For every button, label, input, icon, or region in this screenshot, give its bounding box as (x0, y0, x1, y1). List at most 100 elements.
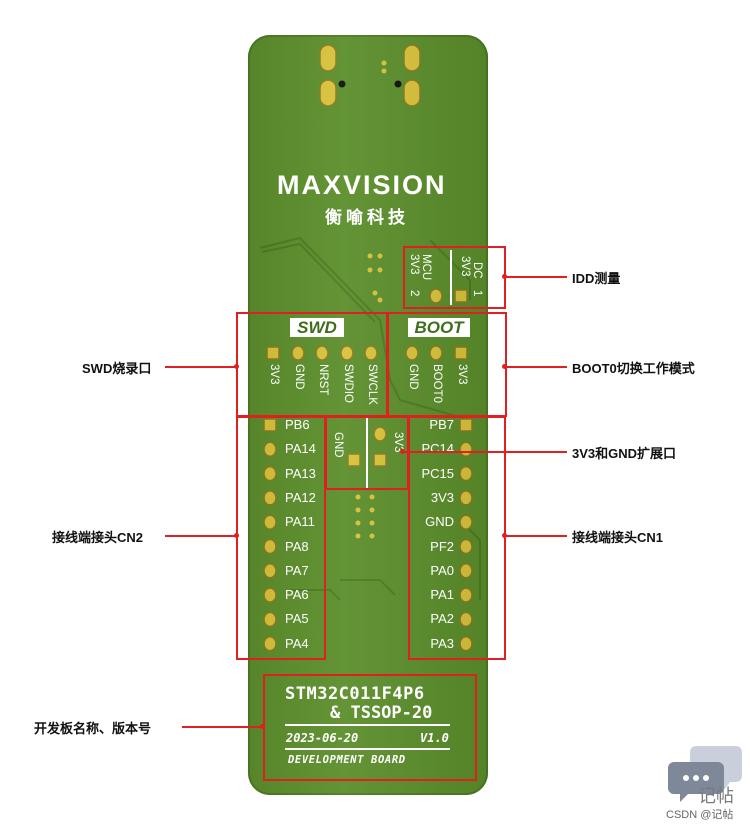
watermark-sub: CSDN @记帖 (666, 809, 734, 821)
cn2-pad-pa8 (263, 538, 277, 555)
ext-callout-line (403, 451, 567, 453)
silk-package: & TSSOP-20 (330, 703, 433, 723)
name-callout-line (182, 726, 264, 728)
idd-dc-pad (454, 289, 468, 303)
swd-pad-swclk (364, 345, 378, 361)
cn1-pin-label: PA0 (430, 562, 454, 578)
boot-pin-label: BOOT0 (431, 364, 443, 403)
swd-pin-label: 3V3 (268, 364, 280, 385)
swd-callout: SWD烧录口 (82, 361, 152, 376)
name-callout-dot (260, 723, 265, 729)
cn2-pin-label: PA12 (285, 489, 316, 505)
cn1-pad-pa3 (459, 635, 473, 652)
cn2-pin-label: PB6 (285, 417, 310, 432)
cn2-pin-label: PA6 (285, 587, 309, 603)
cn1-pin-label: GND (425, 514, 454, 530)
idd-callout-dot (502, 273, 507, 279)
cn1-pin-label: PF2 (430, 538, 454, 554)
idd-mcu-label: MCU (420, 254, 432, 281)
cn1-pin-label: PA2 (430, 611, 454, 627)
cn2-callout-line (165, 535, 237, 537)
swd-pin-label: NRST (317, 364, 329, 396)
cn1-pin-label: PB7 (429, 417, 454, 432)
silk-date: 2023-06-20 (286, 731, 359, 745)
silk-footer: DEVELOPMENT BOARD (288, 754, 406, 766)
chat-bubble-icon (668, 746, 742, 802)
cn2-pin-label: PA5 (285, 611, 309, 627)
cn2-pin-label: PA13 (285, 465, 316, 481)
cn1-pad-gnd (459, 514, 473, 530)
swd-pin-label: SWDIO (342, 364, 354, 403)
cn2-pad-pb6 (263, 418, 277, 432)
cn2-pad-pa6 (263, 587, 277, 603)
cn2-pin-label: PA11 (285, 514, 315, 530)
silk-chip: STM32C011F4P6 (285, 684, 425, 704)
cn1-pin-label: PC15 (421, 465, 454, 481)
ext-divider (366, 418, 368, 488)
idd-dc-label: DC (471, 262, 483, 279)
ext-callout: 3V3和GND扩展口 (572, 446, 677, 461)
idd-callout-line (505, 276, 567, 278)
boot-pin-label: 3V3 (456, 364, 468, 385)
cn1-callout-dot (502, 532, 507, 538)
cn1-pin-label: PA1 (430, 587, 454, 603)
ext-gnd-label: GND (332, 432, 344, 458)
silk-version: V1.0 (420, 731, 449, 745)
boot-callout-dot (502, 363, 507, 369)
cn2-pad-pa14 (263, 441, 277, 458)
cn2-callout: 接线端接头CN2 (52, 530, 144, 545)
cn1-pad-pa1 (459, 587, 473, 603)
cn1-pin-label: 3V3 (430, 489, 454, 505)
cn2-callout-dot (234, 532, 239, 538)
cn2-pad-pa13 (263, 465, 277, 482)
cn1-pad-pf2 (459, 538, 473, 555)
silk-divider-top (285, 724, 450, 726)
cn2-pad-pa12 (263, 490, 277, 506)
cn2-pad-pa7 (263, 563, 277, 579)
cn1-pad-3v3 (459, 490, 473, 506)
cn2-pin-label: PA14 (285, 441, 316, 457)
cn1-pin-label: PC14 (421, 441, 454, 457)
swd-pad-gnd (291, 345, 305, 361)
ext-3v3-pad-top (373, 426, 387, 442)
cn2-pin-label: PA4 (285, 635, 309, 651)
cn1-callout: 接线端接头CN1 (572, 530, 664, 545)
pin-pads (263, 288, 473, 652)
idd-dc-voltage: 3V3 (459, 256, 471, 277)
boot-pad-gnd (405, 345, 419, 361)
swd-header: SWD (290, 318, 344, 337)
boot-pin-label: GND (407, 364, 419, 390)
cn2-pin-label: PA7 (285, 562, 309, 578)
cn1-pin-label: PA3 (430, 635, 454, 651)
cn1-callout-line (505, 535, 567, 537)
swd-pin-label: SWCLK (366, 364, 378, 405)
cn2-pad-pa5 (263, 611, 277, 628)
swd-callout-dot (234, 363, 239, 369)
boot-pad-boot0 (429, 345, 443, 361)
watermark-text: 记帖 (698, 786, 734, 806)
brand-logo: MAXVISION (277, 170, 447, 200)
ext-3v3-pad (373, 453, 387, 467)
ext-callout-dot (400, 448, 405, 454)
swd-pin-label: GND (293, 364, 305, 390)
cn2-pad-pa4 (263, 635, 277, 652)
idd-mcu-pad (429, 288, 443, 304)
idd-mcu-voltage: 3V3 (408, 254, 420, 275)
boot-callout-line (505, 366, 567, 368)
cn1-pad-pc15 (459, 465, 473, 482)
swd-pad-swdio (340, 345, 354, 361)
cn2-pad-pa11 (263, 514, 277, 530)
cn1-pad-pb7 (459, 418, 473, 432)
top-mounting-slots (319, 44, 421, 107)
vias (355, 253, 383, 539)
swd-callout-line (165, 366, 237, 368)
boot-header: BOOT (408, 318, 470, 337)
cn1-pad-pc14 (459, 441, 473, 458)
brand-logo-cn: 衡喻科技 (325, 208, 409, 227)
cn1-box (408, 416, 506, 660)
idd-divider (450, 250, 452, 305)
name-callout: 开发板名称、版本号 (34, 721, 152, 736)
cn2-pin-label: PA8 (285, 538, 309, 554)
